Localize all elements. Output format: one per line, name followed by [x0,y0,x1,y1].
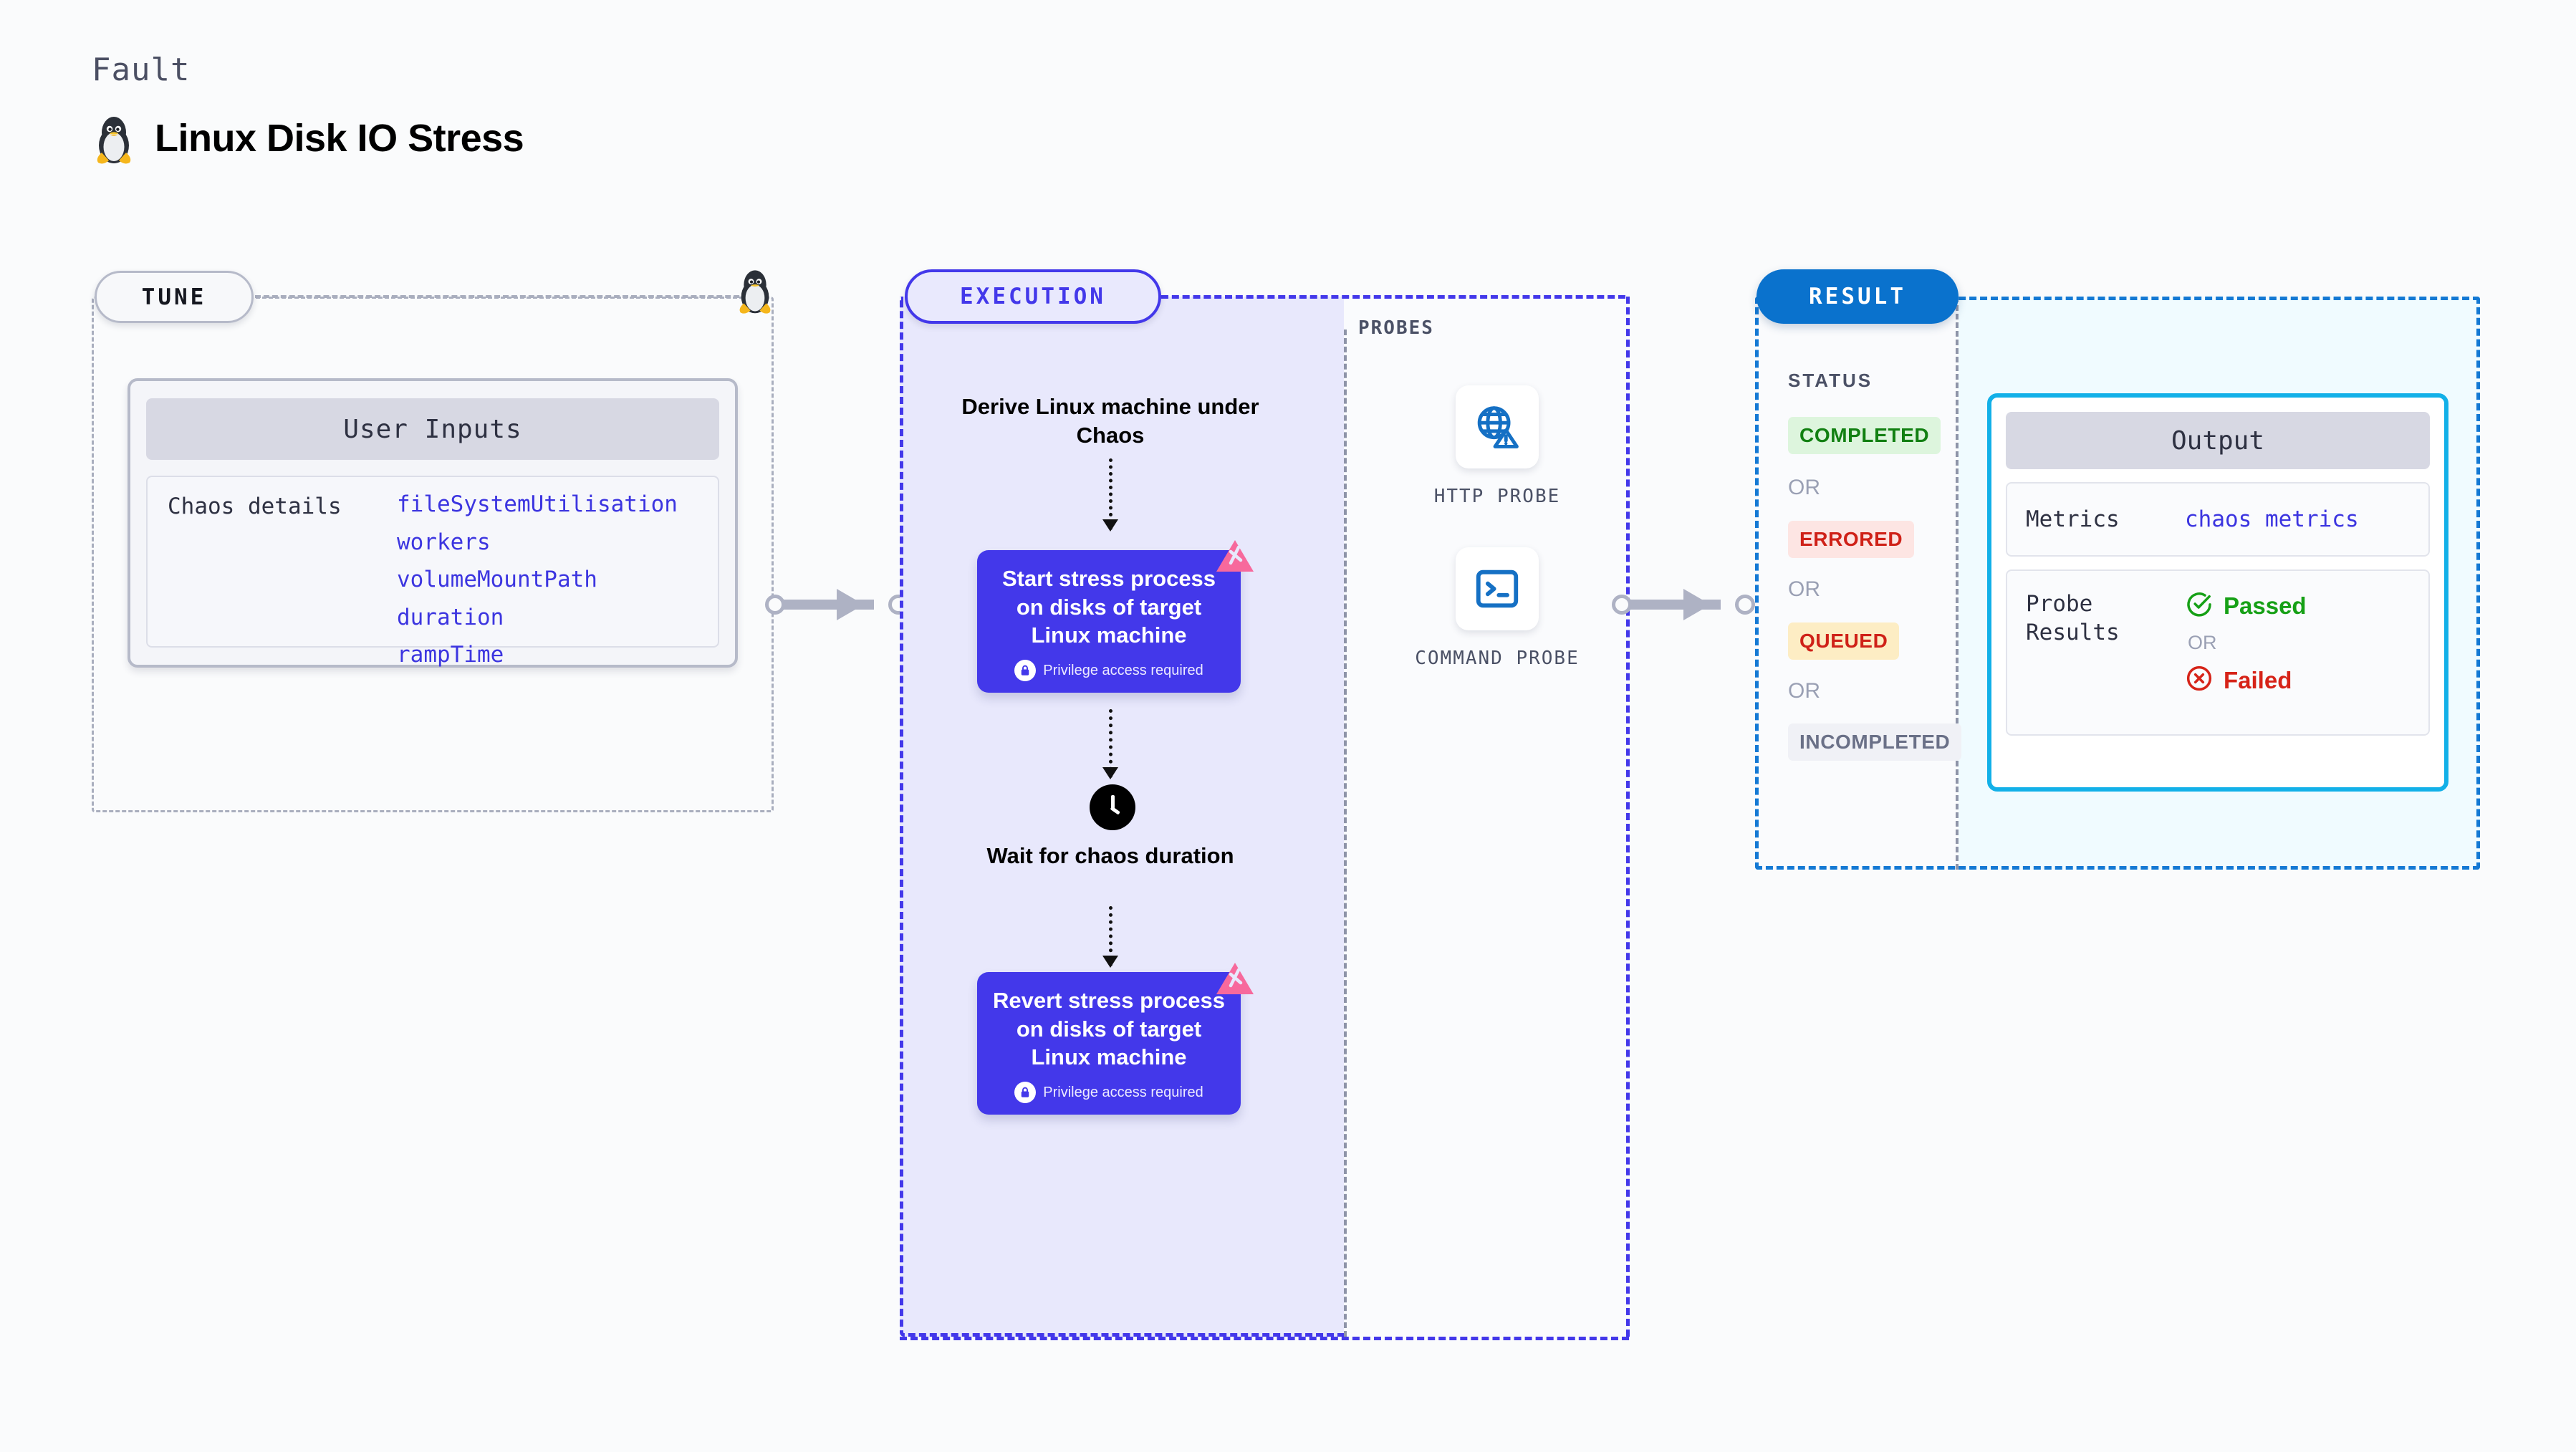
tune-input-duration[interactable]: duration [397,604,504,630]
probes-region [1344,297,1629,1337]
probe-results-values: Passed OR Failed [2185,590,2307,734]
result-status-column [1755,297,1956,870]
arrow-wait-to-revert [1102,906,1118,968]
connector-end-dot [1735,595,1755,615]
page-title-row: Linux Disk IO Stress [92,111,524,165]
probes-left-divider [1344,330,1347,1337]
terminal-icon [1456,547,1539,630]
lock-icon [1014,660,1037,682]
status-badge-queued: QUEUED [1788,622,1900,660]
probe-result-passed-label: Passed [2224,592,2307,619]
status-badge-completed: COMPLETED [1788,417,1941,454]
arrow-line [1109,458,1112,530]
status-or-2: OR [1788,577,1820,601]
execution-step-start-stress[interactable]: Start stress process on disks of target … [977,550,1241,693]
execution-step-revert-stress[interactable]: Revert stress process on disks of target… [977,972,1241,1115]
status-badge-errored: ERRORED [1788,521,1915,558]
privilege-note: Privilege access required [990,1082,1228,1104]
result-status-divider [1956,297,1959,870]
litmus-logo-icon [1215,961,1255,997]
arrow-head [1102,519,1118,532]
litmus-logo-icon [1215,539,1255,574]
tune-input-filesystemutilisation[interactable]: fileSystemUtilisation [397,491,678,517]
clock-icon [1090,784,1135,830]
fault-kicker: Fault [92,52,191,88]
probes-right-border [1626,297,1630,1337]
chaos-details-values: fileSystemUtilisation workers volumeMoun… [397,491,678,666]
output-card: Output Metrics chaos metrics Probe Resul… [1987,393,2448,792]
status-badge-incompleted: INCOMPLETED [1788,723,1962,761]
status-label: STATUS [1788,370,1873,391]
probe-http-caption: HTTP PROBE [1433,486,1561,507]
probe-result-failed-label: Failed [2224,666,2292,693]
arrow-head [1102,767,1118,779]
probe-results-row: Probe Results Passed OR [2006,569,2430,736]
privilege-note-text: Privilege access required [1043,1084,1203,1100]
tune-input-ramptime[interactable]: rampTime [397,642,504,668]
result-region [1755,297,2480,870]
tune-input-workers[interactable]: workers [397,529,491,555]
chaos-details-key: Chaos details [168,494,342,519]
result-badge[interactable]: RESULT [1756,269,1959,324]
connector-start-dot [1612,595,1632,615]
connector-execution-to-result [1612,589,1755,620]
action-label: Revert stress process on disks of target… [993,988,1225,1070]
page-title: Linux Disk IO Stress [155,117,524,160]
connector-arrowhead [837,589,864,620]
action-label: Start stress process on disks of target … [1001,566,1216,648]
status-or-3: OR [1788,679,1820,703]
clock-hour-hand [1110,806,1120,815]
tune-linux-penguin-icon [734,265,776,319]
tune-badge[interactable]: TUNE [95,271,254,323]
output-title: Output [2006,412,2430,469]
probe-command[interactable]: COMMAND PROBE [1390,547,1605,671]
x-circle-icon [2185,664,2214,696]
arrow-derive-to-start [1102,458,1118,532]
arrow-head [1102,956,1118,968]
check-circle-icon [2185,590,2214,622]
probe-result-or: OR [2188,632,2217,653]
execution-step-wait: Wait for chaos duration [986,843,1234,868]
clock-minute-hand [1111,795,1115,809]
probe-command-caption: COMMAND PROBE [1415,648,1580,669]
probe-result-failed: Failed [2185,664,2307,696]
connector-tune-to-execution [765,589,908,620]
execution-badge[interactable]: EXECUTION [905,269,1161,324]
execution-step-derive: Derive Linux machine under Chaos [961,394,1259,448]
tune-top-dashed-connector [255,295,756,298]
user-inputs-title: User Inputs [146,398,719,460]
metrics-value[interactable]: chaos metrics [2185,506,2359,532]
connector-start-dot [765,595,785,615]
status-or-1: OR [1788,476,1820,499]
privilege-note: Privilege access required [990,660,1228,682]
arrow-line [1109,709,1112,778]
chaos-details-body: Chaos details fileSystemUtilisation work… [146,476,719,666]
metrics-key: Metrics [2026,506,2120,532]
lock-icon [1014,1082,1037,1104]
globe-warning-icon [1456,385,1539,468]
metrics-row: Metrics chaos metrics [2006,482,2430,557]
probe-http[interactable]: HTTP PROBE [1390,385,1605,509]
probes-label: PROBES [1358,317,1434,339]
linux-penguin-icon [92,111,136,165]
execution-top-dashed-connector [1161,295,1625,299]
probe-result-passed: Passed [2185,590,2307,622]
privilege-note-text: Privilege access required [1043,662,1203,678]
user-inputs-card: User Inputs Chaos details fileSystemUtil… [128,378,738,668]
arrow-line [1109,906,1112,966]
tune-input-volumemountpath[interactable]: volumeMountPath [397,567,597,593]
execution-bottom-border [900,1337,1629,1340]
probe-results-key: Probe Results [2026,591,2120,646]
arrow-start-to-wait [1102,709,1118,779]
connector-arrowhead [1683,589,1711,620]
